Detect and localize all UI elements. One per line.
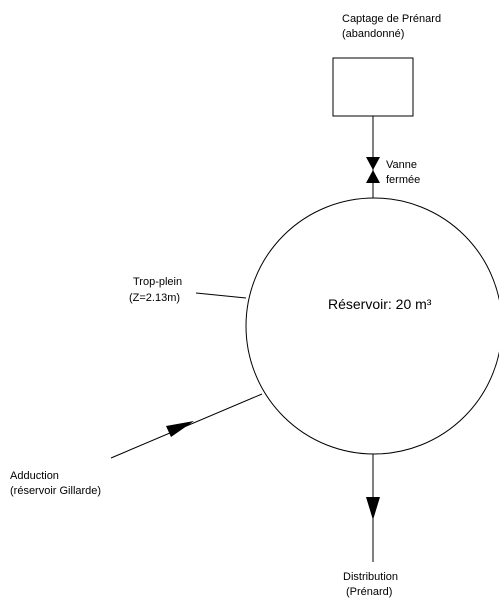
adduction-label-line2: (réservoir Gillarde)	[10, 485, 101, 497]
trop-plein-label-line1: Trop-plein	[133, 276, 182, 288]
valve-top-triangle	[366, 157, 380, 170]
distribution-label-line1: Distribution	[343, 571, 398, 583]
vanne-label-line1: Vanne	[386, 159, 417, 171]
reservoir-circle	[245, 197, 499, 455]
captage-label-line1: Captage de Prénard	[342, 13, 441, 25]
vanne-label-line2: fermée	[386, 174, 420, 186]
trop-plein-label-line2: (Z=2.13m)	[129, 292, 180, 304]
distribution-arrow	[366, 497, 380, 520]
distribution-label-line2: (Prénard)	[346, 586, 392, 598]
adduction-arrow	[166, 421, 194, 437]
trop-plein-line	[195, 292, 247, 299]
reservoir-label: Réservoir: 20 m³	[328, 296, 432, 312]
valve-bottom-triangle	[366, 170, 380, 183]
captage-label-line2: (abandonné)	[342, 28, 404, 40]
captage-box	[332, 57, 414, 117]
adduction-label-line1: Adduction	[10, 470, 59, 482]
